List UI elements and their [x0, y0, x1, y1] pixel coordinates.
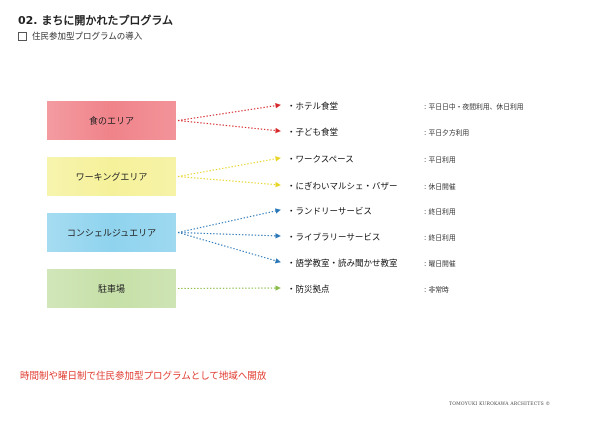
- area-label: 駐車場: [97, 285, 125, 295]
- program-note: : 非常時: [424, 286, 449, 294]
- program-note: : 平日日中・夜間利用、休日利用: [424, 103, 524, 111]
- program-item: ・子ども食堂: [287, 128, 339, 138]
- connector-arrow: [177, 231, 281, 264]
- page-title: 02. まちに開かれたプログラム: [18, 14, 173, 27]
- area-label: 食のエリア: [88, 117, 134, 127]
- program-note: : 終日利用: [424, 208, 456, 216]
- credit: TOMOYUKI KUROKAWA ARCHITECTS ©: [449, 402, 551, 407]
- program-note: : 終日利用: [424, 234, 456, 242]
- connector-arrow: [177, 119, 281, 134]
- program-item: ・ライブラリーサービス: [287, 233, 381, 243]
- program-item: ・語学教室・読み聞かせ教室: [287, 259, 398, 269]
- program-item: ・ホテル食堂: [287, 102, 339, 112]
- subtitle-text: 住民参加型プログラムの導入: [32, 32, 143, 42]
- connector-arrow: [177, 156, 281, 178]
- program-item: ・防災拠点: [287, 285, 330, 295]
- area-food: 食のエリア: [47, 101, 176, 140]
- connector-arrow: [177, 102, 281, 122]
- program-note: : 平日利用: [424, 156, 456, 164]
- connector-arrow: [177, 175, 281, 188]
- program-item: ・ランドリーサービス: [287, 207, 372, 217]
- area-working: ワーキングエリア: [47, 157, 176, 196]
- connector-arrow: [177, 285, 281, 291]
- area-label: コンシェルジュエリア: [66, 229, 157, 239]
- program-item: ・にぎわいマルシェ・バザー: [287, 182, 398, 192]
- program-note: : 平日夕方利用: [424, 129, 470, 137]
- area-concierge: コンシェルジュエリア: [47, 213, 176, 252]
- subtitle: 住民参加型プログラムの導入: [18, 30, 142, 42]
- program-note: : 曜日開催: [424, 260, 456, 268]
- area-label: ワーキングエリア: [75, 173, 148, 183]
- footer-message: 時間制や曜日制で住民参加型プログラムとして地域へ開放: [20, 371, 267, 382]
- checkbox-icon: [18, 31, 27, 41]
- connector-arrow: [177, 208, 281, 234]
- area-parking: 駐車場: [47, 269, 176, 308]
- program-note: : 休日開催: [424, 183, 456, 191]
- program-item: ・ワークスペース: [287, 155, 354, 165]
- connector-arrow: [177, 231, 281, 239]
